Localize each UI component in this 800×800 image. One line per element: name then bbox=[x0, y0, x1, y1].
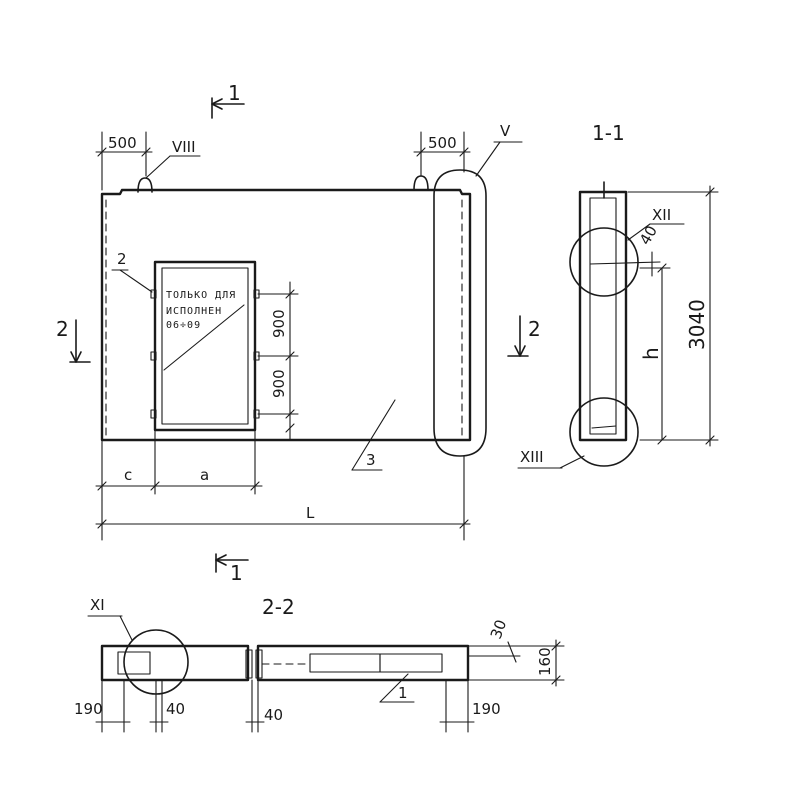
pos-1-label: 1 bbox=[398, 684, 408, 702]
dim-l bbox=[95, 455, 471, 541]
node-v-label: V bbox=[500, 122, 511, 140]
node-xiii-circle bbox=[569, 397, 639, 467]
node-xiii-leader bbox=[559, 455, 585, 469]
dim-h bbox=[639, 263, 671, 445]
dim-900-chain bbox=[257, 281, 299, 441]
section-2-2: 2-2 XI 1 30 160 bbox=[74, 595, 565, 733]
cut-2-left-label: 2 bbox=[56, 317, 69, 341]
dim-40-a-label: 40 bbox=[166, 700, 185, 718]
dim-h-label: h bbox=[639, 347, 663, 360]
node-xii-label: XII bbox=[652, 206, 671, 224]
dim-900-upper-label: 900 bbox=[270, 309, 288, 338]
dim-500-left-label: 500 bbox=[108, 134, 137, 152]
cut-2-right-arrow bbox=[514, 345, 526, 357]
dim-30-label: 30 bbox=[487, 617, 510, 641]
cut-2-right-label: 2 bbox=[528, 317, 541, 341]
dim-3040-label: 3040 bbox=[685, 299, 709, 350]
lifting-loop-right bbox=[413, 175, 429, 191]
dim-190-right-label: 190 bbox=[472, 700, 501, 718]
section-1-1-slab-top bbox=[589, 261, 661, 265]
dim-40-section-label: 40 bbox=[636, 222, 661, 248]
note-line-2: ИСПОЛНЕН bbox=[166, 306, 222, 317]
dim-160 bbox=[467, 639, 565, 687]
node-viii-leader bbox=[145, 155, 171, 179]
dim-30-tick bbox=[507, 641, 517, 663]
node-xii-circle bbox=[569, 227, 639, 297]
section-1-1-outline bbox=[578, 190, 628, 442]
section-2-2-opening-jamb bbox=[255, 649, 263, 679]
section-1-1-slab-bottom bbox=[591, 425, 617, 429]
section-2-2-right-part bbox=[256, 644, 470, 682]
cut-1-top-label: 1 bbox=[228, 81, 241, 105]
node-v-outline bbox=[433, 169, 487, 457]
dim-190-left-label: 190 bbox=[74, 700, 103, 718]
opening-diagonal bbox=[163, 304, 245, 371]
dim-c-a bbox=[95, 429, 263, 501]
opening-frame bbox=[153, 260, 257, 432]
section-2-2-title: 2-2 bbox=[262, 595, 295, 619]
fixing-plate bbox=[150, 409, 157, 419]
callout-2-label: 2 bbox=[117, 250, 127, 268]
note-line-3: 06÷09 bbox=[166, 320, 201, 331]
cut-1-bottom-label: 1 bbox=[230, 561, 243, 585]
elevation-view: ТОЛЬКО ДЛЯ ИСПОЛНЕН 06÷09 2 V VIII 3 1 1 bbox=[56, 81, 541, 585]
dim-3040 bbox=[627, 185, 719, 447]
dim-500-right-label: 500 bbox=[428, 134, 457, 152]
dim-900-lower-label: 900 bbox=[270, 369, 288, 398]
section-1-1-core bbox=[589, 197, 617, 435]
opening-inner-frame bbox=[161, 267, 249, 425]
cut-2-left-arrow bbox=[70, 351, 82, 363]
node-xi-label: XI bbox=[90, 596, 105, 614]
section-2-2-frame-right bbox=[379, 653, 443, 673]
section-2-2-opening-jamb bbox=[245, 649, 253, 679]
callout-2-leader bbox=[119, 269, 153, 293]
node-v-leader bbox=[475, 141, 501, 177]
dim-a-label: a bbox=[200, 466, 209, 484]
section-1-1-title: 1-1 bbox=[592, 121, 625, 145]
note-line-1: ТОЛЬКО ДЛЯ bbox=[166, 290, 236, 301]
cut-1-top-arrow bbox=[211, 98, 223, 110]
dim-500-right bbox=[413, 131, 471, 177]
cut-1-bottom-arrow bbox=[215, 554, 227, 566]
fixing-plate bbox=[150, 289, 157, 299]
dim-bottom-chain bbox=[95, 679, 475, 733]
fixing-plate bbox=[150, 351, 157, 361]
node-xiii-label: XIII bbox=[520, 448, 544, 466]
pos-3-leader bbox=[351, 399, 396, 471]
dim-160-label: 160 bbox=[536, 647, 554, 676]
section-2-2-frame-left bbox=[117, 651, 151, 675]
section-1-1: 1-1 XII XIII 40 h bbox=[517, 121, 719, 469]
dim-500-left bbox=[95, 131, 153, 191]
section-2-2-frame-mid bbox=[309, 653, 381, 673]
dim-c-label: c bbox=[124, 466, 132, 484]
pos-1-leader bbox=[379, 673, 409, 703]
node-xii-leader bbox=[627, 223, 651, 241]
panel-outline bbox=[100, 188, 472, 442]
node-viii-label: VIII bbox=[172, 138, 196, 156]
section-2-2-left-part bbox=[100, 644, 250, 682]
lifting-loop-left bbox=[137, 177, 153, 193]
dim-40-b-label: 40 bbox=[264, 706, 283, 724]
dim-l-label: L bbox=[306, 504, 315, 522]
node-xi-leader bbox=[119, 615, 133, 641]
pos-3-label: 3 bbox=[366, 451, 376, 469]
